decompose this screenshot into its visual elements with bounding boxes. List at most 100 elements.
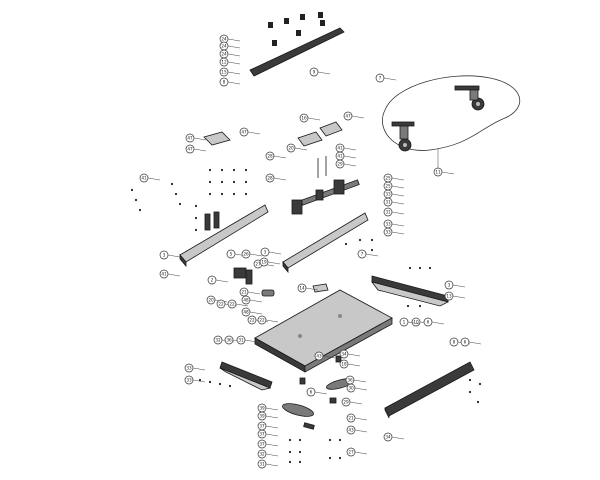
callout-number: 22 (218, 302, 224, 307)
callout-number: 3 (448, 283, 451, 288)
part-callout: 39 (257, 403, 267, 413)
callout-number: 27 (348, 450, 354, 455)
leader-line (244, 339, 258, 343)
leader-line (249, 253, 263, 257)
part-callout: 37 (257, 421, 267, 431)
part-callout: 48 (241, 307, 251, 317)
leader-line (193, 148, 207, 152)
part-callout: 26 (241, 249, 251, 259)
callout-number: 37 (259, 442, 265, 447)
fastener-dot (370, 238, 374, 242)
fastener-dot (244, 192, 248, 196)
leader-line (227, 71, 241, 75)
callout-number: 43 (316, 354, 322, 359)
fastener-dot (244, 180, 248, 184)
wheel-detail-bubble (382, 75, 521, 168)
part-callout: 12 (219, 57, 229, 67)
callout-number: 41 (337, 154, 343, 159)
fastener-dot (220, 168, 224, 172)
part-callout: 41 (139, 173, 149, 183)
leader-line (273, 177, 287, 181)
callout-number: 47 (187, 147, 193, 152)
fastener-dot (208, 192, 212, 196)
long-right-bar (384, 361, 475, 419)
fastener-dot (244, 168, 248, 172)
fastener-dot (298, 450, 302, 454)
leader-line (265, 319, 279, 323)
callout-number: 6 (464, 340, 467, 345)
callout-number: 1 (403, 320, 406, 325)
callout-number: 31 (385, 210, 391, 215)
callout-number: 47 (345, 114, 351, 119)
fastener-dot (220, 192, 224, 196)
part-callout: 43 (314, 351, 324, 361)
leader-line (268, 251, 282, 255)
fastener-dot (338, 456, 342, 460)
part-callout: 36 (345, 375, 355, 385)
part-callout: 7 (357, 249, 367, 259)
callout-number: 25 (385, 184, 391, 189)
part-callout: 33 (383, 189, 393, 199)
callout-number: 43 (348, 428, 354, 433)
leader-line (468, 341, 482, 345)
callout-number: 29 (337, 162, 343, 167)
callout-number: 22 (249, 318, 255, 323)
part-callout: 21 (346, 413, 356, 423)
fastener-dot (298, 460, 302, 464)
part-callout: 29 (341, 397, 351, 407)
leader-line (391, 211, 405, 215)
callout-number: 41 (161, 272, 167, 277)
leader-line (314, 391, 328, 395)
leader-line (391, 201, 405, 205)
callout-number: 8 (453, 340, 456, 345)
fastener-dot (408, 266, 412, 270)
part-callout: 15 (219, 67, 229, 77)
part-callout: 41 (335, 151, 345, 161)
fastener-dot (208, 380, 212, 384)
callout-number: 36 (226, 338, 232, 343)
leader-line (267, 261, 281, 265)
callout-number: 12 (221, 60, 227, 65)
leader-line (353, 379, 367, 383)
part-callout: 25 (383, 173, 393, 183)
leader-line (193, 137, 207, 141)
fastener-dot (476, 400, 480, 404)
callout-number: 41 (337, 146, 343, 151)
handle-bar (299, 37, 411, 93)
fastener-dot (208, 180, 212, 184)
leader-line (273, 155, 287, 159)
part-callout: 8 (219, 77, 229, 87)
part-callout: 9 (309, 67, 319, 77)
part-callout: 21 (239, 287, 249, 297)
part-callout: 1 (399, 317, 409, 327)
leader-line (265, 407, 279, 411)
leader-line (265, 443, 279, 447)
leader-line (343, 147, 357, 151)
callout-number: 34 (385, 435, 391, 440)
callout-number: 36 (347, 378, 353, 383)
left-foot-rail (219, 361, 273, 391)
leader-line (354, 451, 368, 455)
leader-line (343, 155, 357, 159)
fastener-dot (194, 216, 198, 220)
part-callout: 28 (265, 173, 275, 183)
callout-number: 37 (259, 424, 265, 429)
fastener-dot (288, 438, 292, 442)
leader-line (307, 117, 321, 121)
callout-number: 28 (267, 154, 273, 159)
part-callout: 31 (236, 335, 246, 345)
leader-line (227, 38, 241, 42)
middle-hardware (233, 267, 329, 297)
part-callout: 29 (335, 159, 345, 169)
leader-line (192, 379, 206, 383)
part-callout: 10 (411, 317, 421, 327)
leader-line (365, 253, 379, 257)
part-callout: 33 (184, 363, 194, 373)
leader-line (215, 279, 229, 283)
fastener-dot (232, 168, 236, 172)
upper-brackets (203, 121, 343, 147)
scattered-fasteners (130, 168, 482, 464)
part-callout: 41 (159, 269, 169, 279)
leader-line (317, 71, 331, 75)
callout-number: 41 (141, 176, 147, 181)
